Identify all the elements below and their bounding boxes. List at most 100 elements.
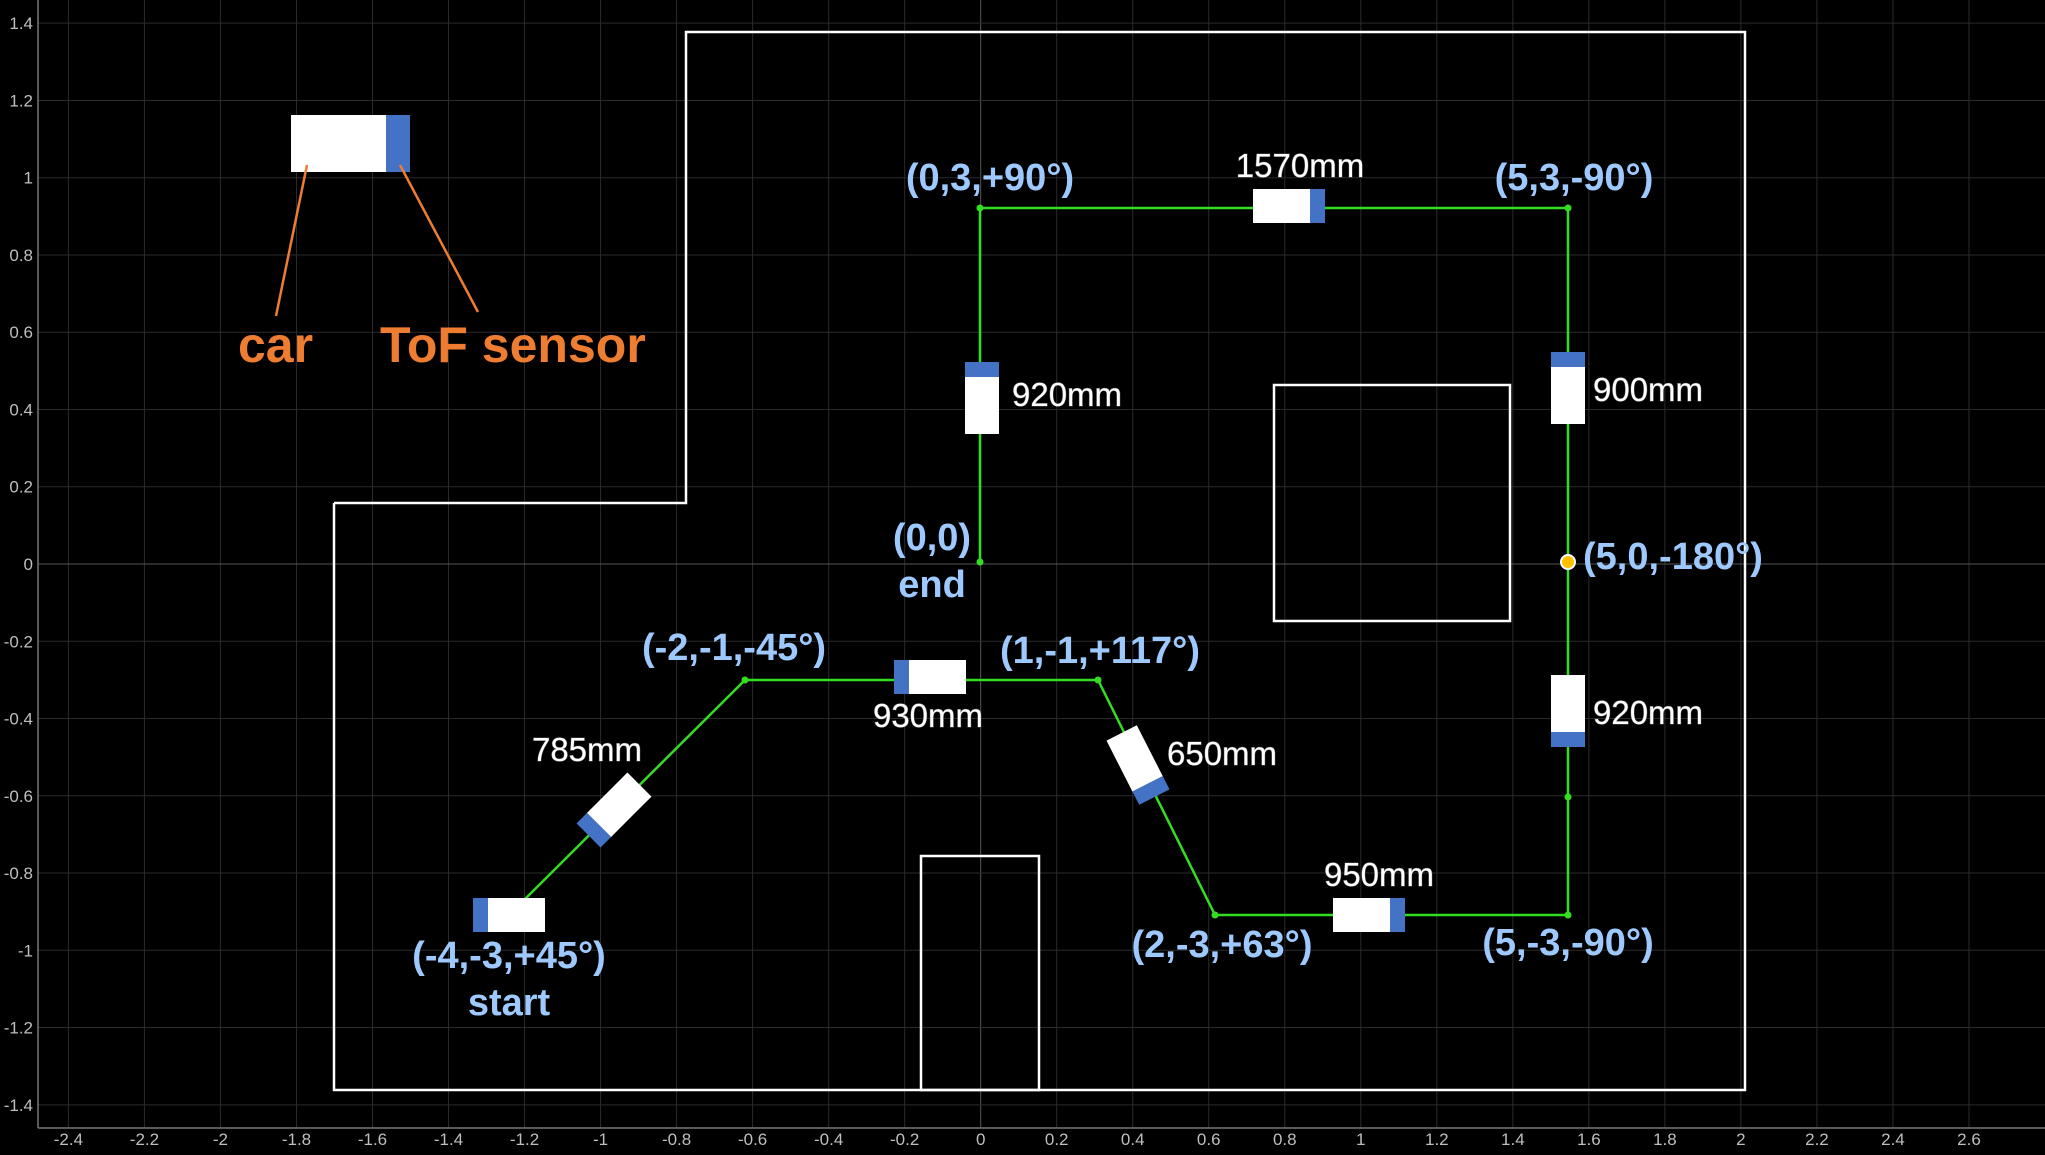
x-tick-label: 0.6 — [1197, 1130, 1221, 1149]
x-tick-label: 1.4 — [1501, 1130, 1525, 1149]
x-tick-label: -1.6 — [358, 1130, 387, 1149]
path-node — [1211, 911, 1219, 919]
car-body — [1333, 898, 1391, 932]
tof-sensor — [965, 362, 999, 377]
car-body — [908, 660, 966, 694]
robot-path — [505, 204, 1576, 919]
waypoint-label: (5,-3,-90°) — [1482, 922, 1653, 964]
car-icon — [1106, 725, 1170, 805]
distance-label: 900mm — [1593, 371, 1703, 408]
x-tick-label: 0 — [976, 1130, 985, 1149]
distance-labels: 785mm 930mm 650mm 950mm 920mm 900mm 1570… — [531, 147, 1703, 894]
car-body — [586, 772, 652, 838]
distance-label: 785mm — [532, 731, 642, 768]
waypoint-labels: (-4,-3,+45°) start (-2,-1,-45°) (1,-1,+1… — [412, 157, 1763, 1024]
y-tick-label: 0.6 — [9, 323, 33, 342]
x-tick-label: 2.2 — [1805, 1130, 1829, 1149]
waypoint-label: (5,0,-180°) — [1583, 536, 1763, 578]
x-tick-label: 0.8 — [1273, 1130, 1297, 1149]
x-tick-label: -2.4 — [54, 1130, 83, 1149]
highlight-point — [1560, 554, 1576, 570]
legend-sensor-label: ToF sensor — [380, 317, 646, 373]
x-tick-label: 2.6 — [1957, 1130, 1981, 1149]
x-tick-label: -2.2 — [130, 1130, 159, 1149]
car-body — [487, 898, 545, 932]
car-icon — [576, 772, 652, 848]
waypoint-sublabel-end: end — [898, 564, 966, 606]
car-icon — [1551, 352, 1585, 424]
y-tick-label: -0.4 — [4, 710, 33, 729]
path-node — [741, 676, 749, 684]
x-tick-label: 2 — [1736, 1130, 1745, 1149]
arena-walls — [332, 30, 1747, 1092]
x-tick-label: 2.4 — [1881, 1130, 1905, 1149]
x-tick-label: 1.2 — [1425, 1130, 1449, 1149]
car-icon — [894, 660, 966, 694]
bottom-obstacle — [919, 854, 1041, 1092]
x-tick-label: -1.8 — [282, 1130, 311, 1149]
path-node — [1564, 793, 1572, 801]
distance-label: 930mm — [873, 697, 983, 734]
legend: car ToF sensor — [238, 115, 646, 373]
waypoint-label: (2,-3,+63°) — [1131, 924, 1312, 966]
path-node — [976, 558, 984, 566]
x-tick-label: -0.2 — [890, 1130, 919, 1149]
distance-label: 920mm — [1593, 694, 1703, 731]
y-tick-label: -1.2 — [4, 1019, 33, 1038]
car-body — [1106, 725, 1164, 793]
distance-label: 650mm — [1167, 735, 1277, 772]
y-tick-label: 1.2 — [9, 91, 33, 110]
legend-car-body — [291, 115, 389, 172]
tof-sensor — [894, 660, 909, 694]
x-tick-label: -0.4 — [814, 1130, 843, 1149]
distance-label: 920mm — [1012, 376, 1122, 413]
waypoint-label: (1,-1,+117°) — [1000, 630, 1200, 672]
y-tick-label: -1 — [18, 941, 33, 960]
path-node — [1564, 204, 1572, 212]
x-tick-label: -1 — [593, 1130, 608, 1149]
car-icon — [1551, 675, 1585, 747]
car-body — [965, 376, 999, 434]
waypoint-label-start: (-4,-3,+45°) — [412, 935, 606, 977]
x-tick-label: 0.4 — [1121, 1130, 1145, 1149]
tof-sensor — [1390, 898, 1405, 932]
path-node — [1094, 676, 1102, 684]
y-tick-label: 0.4 — [9, 400, 33, 419]
tof-sensor — [1310, 189, 1325, 223]
car-icon — [965, 362, 999, 434]
tof-sensor — [1132, 775, 1170, 805]
legend-sensor-pointer — [398, 164, 480, 313]
waypoint-label: (0,3,+90°) — [906, 157, 1074, 199]
legend-car-label: car — [238, 317, 313, 373]
y-tick-label: 1.4 — [9, 14, 33, 33]
waypoint-label: (5,3,-90°) — [1495, 157, 1654, 199]
grid-lines — [37, 0, 2045, 1129]
car-icons — [473, 189, 1585, 932]
y-tick-label: 1 — [24, 169, 33, 188]
y-tick-label: 0.8 — [9, 246, 33, 265]
x-tick-label: 1.6 — [1577, 1130, 1601, 1149]
center-obstacle — [1272, 383, 1512, 623]
y-tick-label: -0.6 — [4, 787, 33, 806]
car-body — [1551, 675, 1585, 733]
y-tick-label: -1.4 — [4, 1096, 33, 1115]
y-tick-label: 0 — [24, 555, 33, 574]
y-tick-label: -0.2 — [4, 632, 33, 651]
x-tick-label: 1 — [1356, 1130, 1365, 1149]
car-icon — [1253, 189, 1325, 223]
legend-tof-sensor — [386, 115, 410, 172]
waypoint-sublabel-start: start — [468, 982, 551, 1024]
outer-wall — [332, 30, 1747, 1092]
x-tick-label: -0.6 — [738, 1130, 767, 1149]
y-tick-label: 0.2 — [9, 478, 33, 497]
car-icon — [1333, 898, 1405, 932]
path-node — [1564, 911, 1572, 919]
car-body — [1551, 366, 1585, 424]
legend-car-pointer — [274, 164, 309, 317]
tof-sensor — [473, 898, 488, 932]
x-tick-label: 1.8 — [1653, 1130, 1677, 1149]
tof-sensor — [576, 812, 612, 848]
x-tick-label: -2 — [213, 1130, 228, 1149]
waypoint-label: (-2,-1,-45°) — [642, 627, 826, 669]
